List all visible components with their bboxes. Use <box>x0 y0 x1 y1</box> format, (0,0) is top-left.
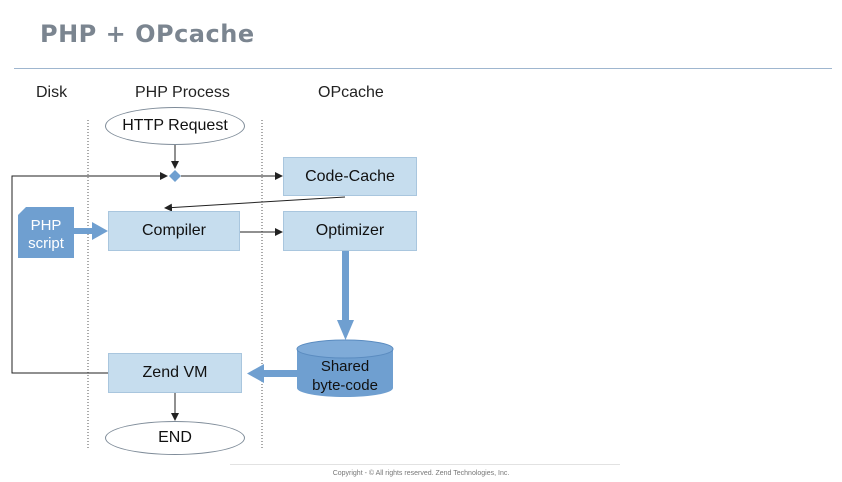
php-script-label: PHP script <box>18 214 74 256</box>
arrow-code-cache-to-compiler <box>164 196 346 212</box>
php-script-line-1: PHP <box>30 217 62 234</box>
code-cache-box: Code-Cache <box>283 157 417 196</box>
shared-bytecode-label: Shared byte-code <box>297 356 393 396</box>
optimizer-box: Optimizer <box>283 211 417 251</box>
php-script-shape <box>18 207 74 258</box>
column-header-opcache: OPcache <box>318 84 384 101</box>
shared-bytecode-cylinder <box>296 339 394 397</box>
title-divider <box>14 68 832 69</box>
php-script-line-2: script <box>28 235 64 252</box>
compiler-box: Compiler <box>108 211 240 251</box>
thick-arrow-shared-to-zend-vm <box>247 364 298 383</box>
column-header-disk: Disk <box>36 84 68 101</box>
footer-divider <box>230 464 620 465</box>
column-header-php-process: PHP Process <box>135 84 230 101</box>
slide-title: PHP + OPcache <box>40 20 255 48</box>
loop-back-line <box>11 172 168 374</box>
zend-vm-box: Zend VM <box>108 353 242 393</box>
thick-arrow-optimizer-to-shared <box>337 250 354 340</box>
end-node: END <box>105 421 245 455</box>
junction-diamond <box>169 170 181 182</box>
shared-bytecode-line-2: byte-code <box>312 377 378 394</box>
copyright-text: Copyright - © All rights reserved. Zend … <box>332 470 510 477</box>
thick-arrow-script-to-compiler <box>72 222 108 240</box>
http-request-node: HTTP Request <box>105 107 245 145</box>
shared-bytecode-line-1: Shared <box>320 358 370 375</box>
